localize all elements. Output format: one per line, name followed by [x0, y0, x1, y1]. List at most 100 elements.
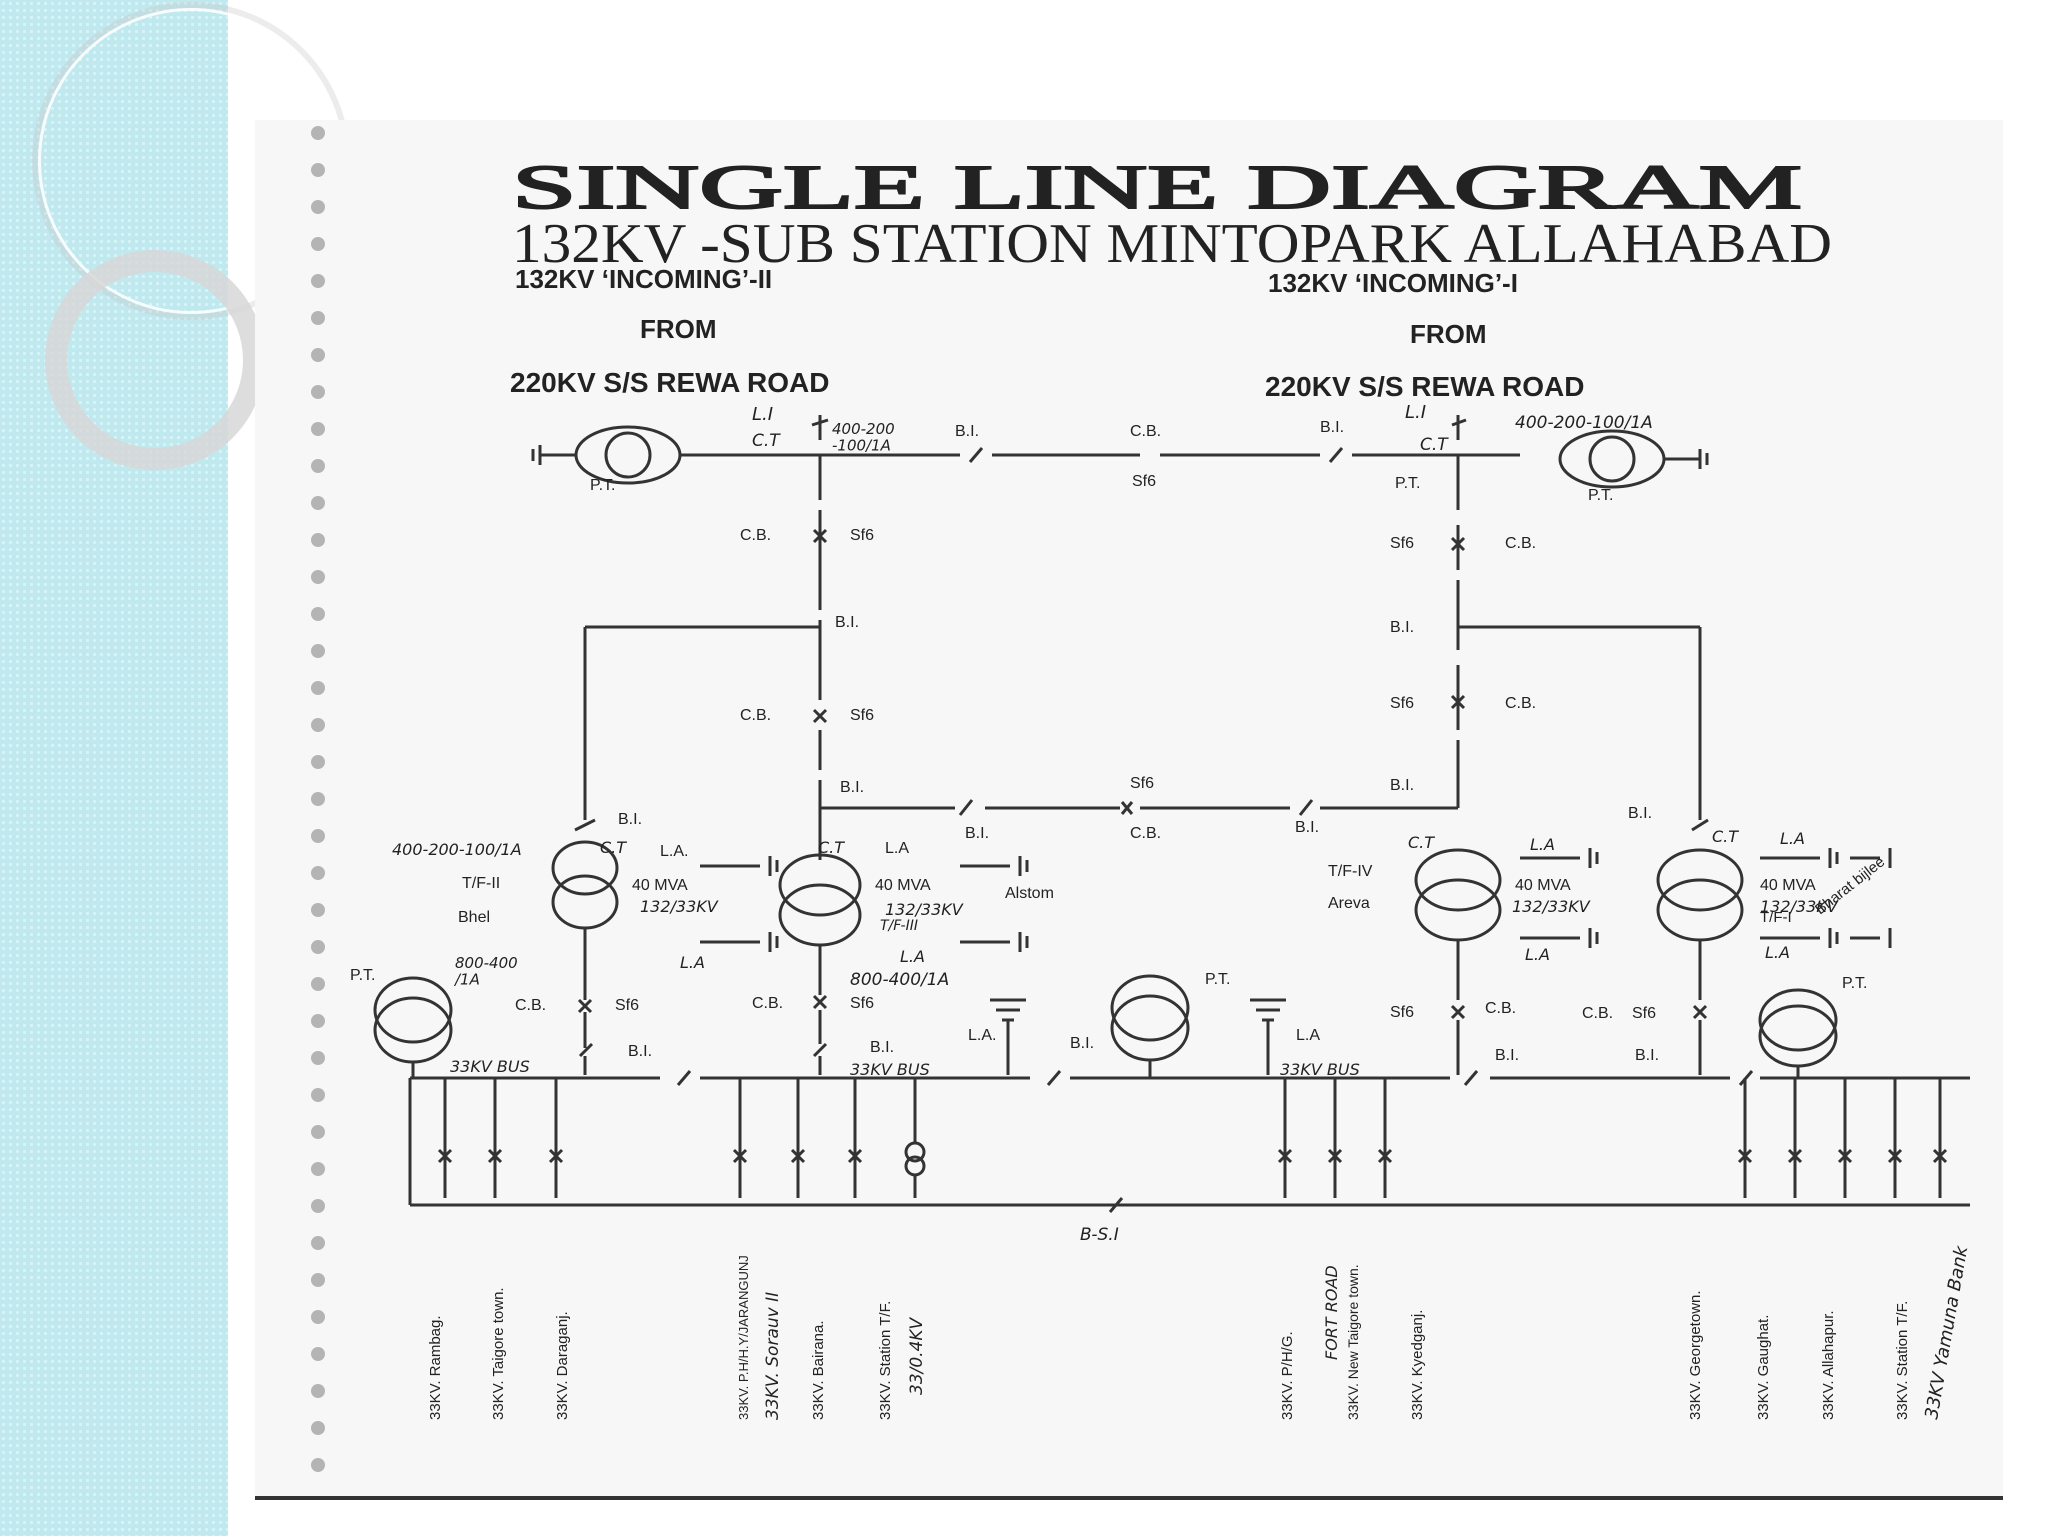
tf4-make: Areva: [1328, 895, 1370, 912]
cb-tf2-lv: C.B.: [515, 997, 546, 1014]
bi-left-2: B.I.: [840, 779, 864, 796]
bi-right-1: B.I.: [1390, 619, 1414, 636]
feeder-label-14: 33KV. Gaughat.: [1755, 1315, 1772, 1420]
la-tf2: L.A.: [660, 843, 688, 860]
cb-tf1-lv: C.B.: [1582, 1005, 1613, 1022]
pt-33kv-mid: P.T.: [1205, 971, 1231, 988]
tf2-voltage: 132/33KV: [640, 897, 719, 916]
incoming-right-source: 220KV S/S REWA ROAD: [1265, 371, 1584, 402]
incoming-right-line: 132KV ‘INCOMING’-I: [1268, 268, 1518, 298]
ct-ratio-right: 400-200-100/1A: [1515, 413, 1653, 433]
binder-holes: [311, 126, 325, 1472]
pt-right-label: P.T.: [1588, 487, 1614, 504]
cb-tf4-lv: C.B.: [1485, 1000, 1516, 1017]
ct-ratio-left: 400-200-100/1A: [832, 420, 895, 455]
la-tf2-bottom: L.A: [680, 953, 705, 972]
lightning-arresters: [700, 848, 1892, 952]
bus-label-left: 33KV BUS: [450, 1057, 530, 1076]
cb-bus-section: C.B.: [1130, 825, 1161, 842]
bi-tf1-lv: B.I.: [1635, 1047, 1659, 1064]
diagram-title: SINGLE LINE DIAGRAM: [512, 154, 1802, 222]
sf6-top: Sf6: [1132, 473, 1156, 490]
transformer-tf2: [551, 840, 619, 1075]
cb-left-2: C.B.: [740, 707, 771, 724]
feeder-label-1: 33KV. Rambag.: [427, 1315, 444, 1420]
tf4-rating: 40 MVA: [1515, 877, 1571, 894]
ct-tf1: C.T: [1712, 827, 1739, 846]
cb-left-1: C.B.: [740, 527, 771, 544]
bi-tf1-top: B.I.: [1628, 805, 1652, 822]
tf3-rating: 40 MVA: [875, 877, 931, 894]
pt-33kv-right: P.T.: [1842, 975, 1868, 992]
transformer-tf3: [778, 853, 862, 1075]
pi-right-label: P.T.: [1395, 475, 1421, 492]
la-tf3: L.A: [885, 840, 909, 857]
pt-right-incoming: [1558, 429, 1709, 489]
sf6-right-1: Sf6: [1390, 535, 1414, 552]
bi-bus-left: B.I.: [965, 825, 989, 842]
la-33kv-right: L.A: [1296, 1027, 1320, 1044]
ct-tf4: C.T: [1408, 833, 1435, 852]
bi-bus-right: B.I.: [1295, 819, 1319, 836]
tf3-name: T/F-III: [880, 918, 918, 934]
bi-tf2-top: B.I.: [618, 811, 642, 828]
bi-top-left: B.I.: [955, 423, 979, 440]
la-33kv-mid: L.A.: [968, 1027, 996, 1044]
right-incoming-bay: [1450, 415, 1467, 808]
pt-33kv-left: P.T.: [350, 967, 376, 984]
feeder-label-17: 33KV Yamuna Bank: [1921, 1243, 1972, 1421]
tf2-make: Bhel: [458, 909, 490, 926]
feeder-label-13: 33KV. Georgetown.: [1687, 1290, 1704, 1420]
li-left: L.I: [752, 404, 773, 425]
tf2-name: T/F-II: [462, 875, 500, 892]
left-incoming-bay: [811, 415, 829, 860]
incoming-left-source: 220KV S/S REWA ROAD: [510, 367, 829, 398]
sf6-tf4-lv: Sf6: [1390, 1004, 1414, 1021]
bi-33kv-mid: B.I.: [1070, 1035, 1094, 1052]
cb-right-2: C.B.: [1505, 695, 1536, 712]
bi-left-1: B.I.: [835, 614, 859, 631]
ct-ratio-tf2: 400-200-100/1A: [392, 840, 522, 859]
cb-right-1: C.B.: [1505, 535, 1536, 552]
tf3-voltage: 132/33KV: [885, 900, 964, 919]
feeder-label-5: 33KV. Sorauv II: [763, 1292, 783, 1420]
bus-label-right: 33KV BUS: [1280, 1060, 1360, 1079]
ct-tf3: C.T: [818, 838, 845, 857]
tf4-name: T/F-IV: [1328, 863, 1373, 880]
feeder-label-8: 33/0.4KV: [907, 1316, 927, 1395]
feeder-label-2: 33KV. Taigore town.: [490, 1287, 507, 1420]
sf6-bus-section: Sf6: [1130, 775, 1154, 792]
feeder-labels: 33KV. Rambag. 33KV. Taigore town. 33KV. …: [427, 1243, 1973, 1421]
tf1-name: T/F-I: [1760, 909, 1792, 926]
sf6-right-2: Sf6: [1390, 695, 1414, 712]
ct-tf2: C.T: [600, 838, 627, 857]
sf6-tf3-lv: Sf6: [850, 995, 874, 1012]
tf1-make: Bharat bijlee: [1812, 853, 1888, 918]
incoming-right-from: FROM: [1410, 319, 1487, 349]
incoming-left-from: FROM: [640, 314, 717, 344]
pt-left-label: P.T.: [590, 477, 616, 494]
sf6-left-1: Sf6: [850, 527, 874, 544]
33kv-bus: [408, 1070, 1970, 1213]
feeder-label-3: 33KV. Daraganj.: [554, 1311, 571, 1420]
incoming-left-line: 132KV ‘INCOMING’-II: [515, 264, 772, 294]
la-tf4-bottom: L.A: [1525, 945, 1550, 964]
la-tf3-bottom: L.A: [900, 947, 925, 966]
sf6-left-2: Sf6: [850, 707, 874, 724]
bi-top-right: B.I.: [1320, 419, 1344, 436]
tf1-rating: 40 MVA: [1760, 877, 1816, 894]
bi-tf4-lv: B.I.: [1495, 1047, 1519, 1064]
feeder-label-4: 33KV. P.H/H.Y/JARANGUNJ: [736, 1255, 751, 1420]
tf2-rating: 40 MVA: [632, 877, 688, 894]
diagram-subtitle: 132KV -SUB STATION MINTOPARK ALLAHABAD: [512, 213, 1832, 275]
feeder-label-12: 33KV. Kyedganj.: [1409, 1310, 1426, 1420]
lv-ct-tf2: 800-400/1A: [453, 954, 518, 989]
tf1-voltage: 132/33KV: [1760, 897, 1839, 916]
feeder-label-6: 33KV. Bairana.: [810, 1320, 827, 1420]
feeder-label-10: FORT ROAD: [1322, 1265, 1341, 1360]
feeder-label-16: 33KV. Station T/F.: [1894, 1301, 1911, 1420]
feeder-label-15: 33KV. Allahapur.: [1820, 1310, 1837, 1420]
transformer-tf4: [1414, 848, 1502, 1075]
li-right: L.I: [1405, 402, 1426, 423]
la-tf4: L.A: [1530, 835, 1555, 854]
